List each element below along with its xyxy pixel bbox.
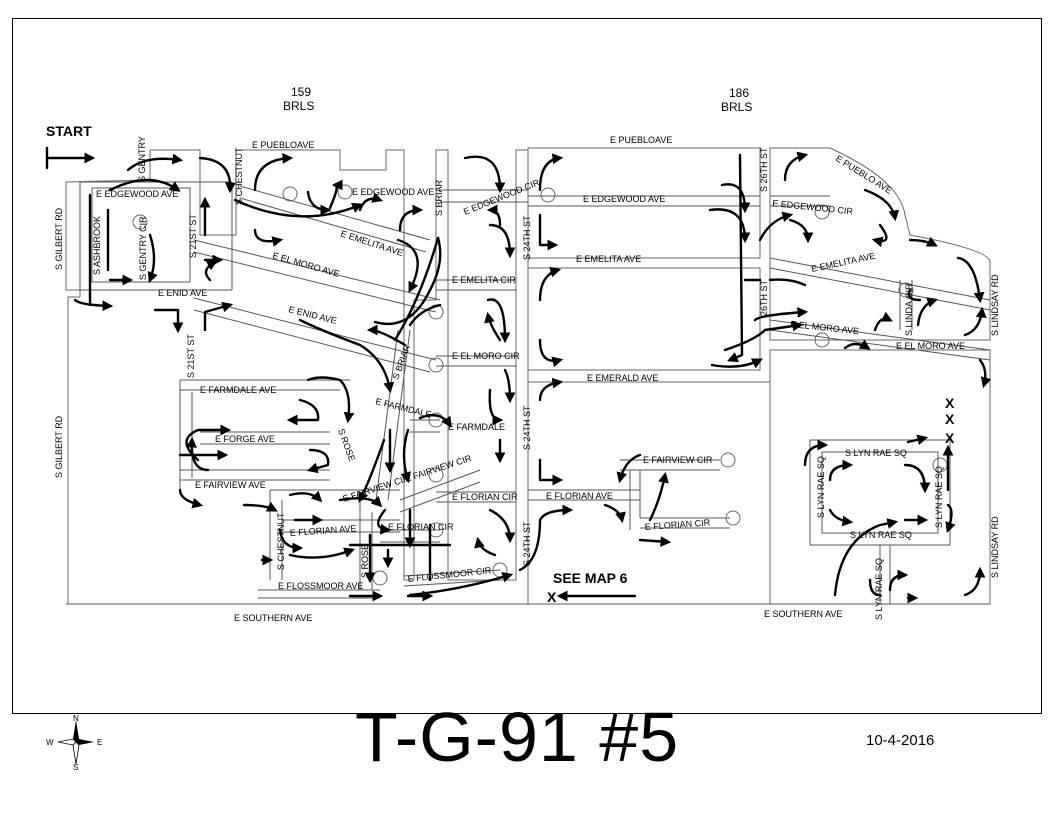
street-label: S LYN RAE SQ (850, 530, 912, 540)
map-title: T-G-91 #5 (355, 698, 680, 776)
see-map-label: SEE MAP 6 (553, 570, 628, 586)
street-label: E EMELITA AVE (576, 254, 641, 264)
street-label: E EMELITA AVE (810, 251, 876, 274)
street-label: S ASHBROOK (92, 216, 102, 275)
street-label: E EDGEWOOD AVE (583, 194, 665, 204)
compass-n: N (73, 714, 79, 723)
street-label: S LINDSAY RD (990, 274, 1000, 336)
street-label: S 21ST ST (188, 214, 198, 258)
street-label: E EMERALD AVE (587, 373, 658, 383)
street-label: E EL MORO AVE (896, 341, 965, 351)
street-label: E EL MORO CIR (452, 351, 520, 361)
street-label: S LYN RAE SQ (845, 448, 907, 458)
x-mark-route: X (547, 589, 557, 605)
route-lines (45, 146, 992, 604)
street-label: E FAIRVIEW AVE (195, 480, 266, 490)
street-label: E FLORIAN AVE (546, 491, 613, 501)
compass-w: W (46, 738, 54, 747)
street-label: E SOUTHERN AVE (764, 609, 842, 619)
street-label: E ENID AVE (288, 304, 338, 326)
street-label: E PUEBLO AVE (834, 153, 894, 196)
start-label: START (46, 123, 92, 139)
street-label: S GENTRY CIR (138, 216, 148, 280)
street-label: E EDGEWOOD AVE (96, 189, 178, 199)
street-label: S CHESTNUT (276, 512, 286, 570)
street-label: S 24TH ST (522, 215, 532, 260)
street-label: E FLORIAN CIR (452, 492, 518, 502)
compass-icon: N S W E (46, 714, 102, 770)
map-labels: START SEE MAP 6 X X X X 159 BRLS 186 BRL… (46, 85, 1000, 623)
street-label: E FLORIAN CIR (644, 517, 711, 532)
street-label: E FLORIAN CIR (388, 522, 454, 532)
compass-e: E (97, 738, 102, 747)
street-label: S CHESTNUT (234, 147, 244, 205)
route-map: START SEE MAP 6 X X X X 159 BRLS 186 BRL… (45, 85, 1000, 623)
street-label: E FARMDALE AVE (200, 385, 276, 395)
street-label: E EDGEWOOD CIR (462, 177, 541, 217)
brls-unit-west: BRLS (283, 99, 314, 113)
street-label: E SOUTHERN AVE (234, 613, 312, 623)
brls-count-east: 186 (729, 86, 749, 100)
street-label: 26TH ST (759, 279, 769, 316)
street-label: S 26TH ST (759, 147, 769, 192)
street-label: S BRIAR (434, 179, 444, 216)
street-label: E FARMDALE (448, 422, 505, 432)
x-mark-3: X (945, 430, 955, 446)
street-label: S GENTRY (137, 136, 147, 182)
brls-unit-east: BRLS (721, 100, 752, 114)
street-label: E ENID AVE (158, 288, 207, 298)
street-label: E EL MORO AVE (271, 250, 340, 279)
street-label: S LINDA CIR (904, 283, 914, 336)
street-label: E FAIRVIEW CIR (643, 455, 713, 465)
x-mark-2: X (945, 411, 955, 427)
street-label: S LINDSAY RD (990, 516, 1000, 578)
street-label: E PUEBLOAVE (610, 135, 672, 145)
street-label: S LYN RAE SQ (816, 456, 826, 518)
street-label: S LYN RAE SQ (874, 558, 884, 620)
street-label: E EMELITA CIR (452, 275, 516, 285)
compass-s: S (73, 763, 78, 770)
street-label: S ROSE (336, 427, 357, 462)
street-label: S 24TH ST (522, 405, 532, 450)
street-label: E EDGEWOOD AVE (352, 187, 434, 197)
street-label: S GILBERT RD (54, 415, 64, 478)
street-label: S LYN RAE SQ (934, 466, 944, 528)
street-label: S 21ST ST (186, 334, 196, 378)
street-label: E PUEBLOAVE (252, 140, 314, 150)
brls-count-west: 159 (291, 85, 311, 99)
map-date: 10-4-2016 (866, 732, 935, 749)
street-label: S 24TH ST (522, 521, 532, 566)
street-network (65, 147, 991, 605)
x-mark-1: X (945, 395, 955, 411)
street-label: E FORGE AVE (215, 434, 275, 444)
street-label: E FLORIAN AVE (289, 523, 356, 538)
street-label: E EDGEWOOD CIR (772, 198, 854, 216)
street-label: E FLOSSMOOR AVE (278, 581, 363, 591)
street-label: E FARMDALE (375, 396, 433, 419)
street-label: S GILBERT RD (54, 207, 64, 270)
map-frame (12, 18, 1042, 714)
street-label: S ROSE (360, 544, 370, 578)
